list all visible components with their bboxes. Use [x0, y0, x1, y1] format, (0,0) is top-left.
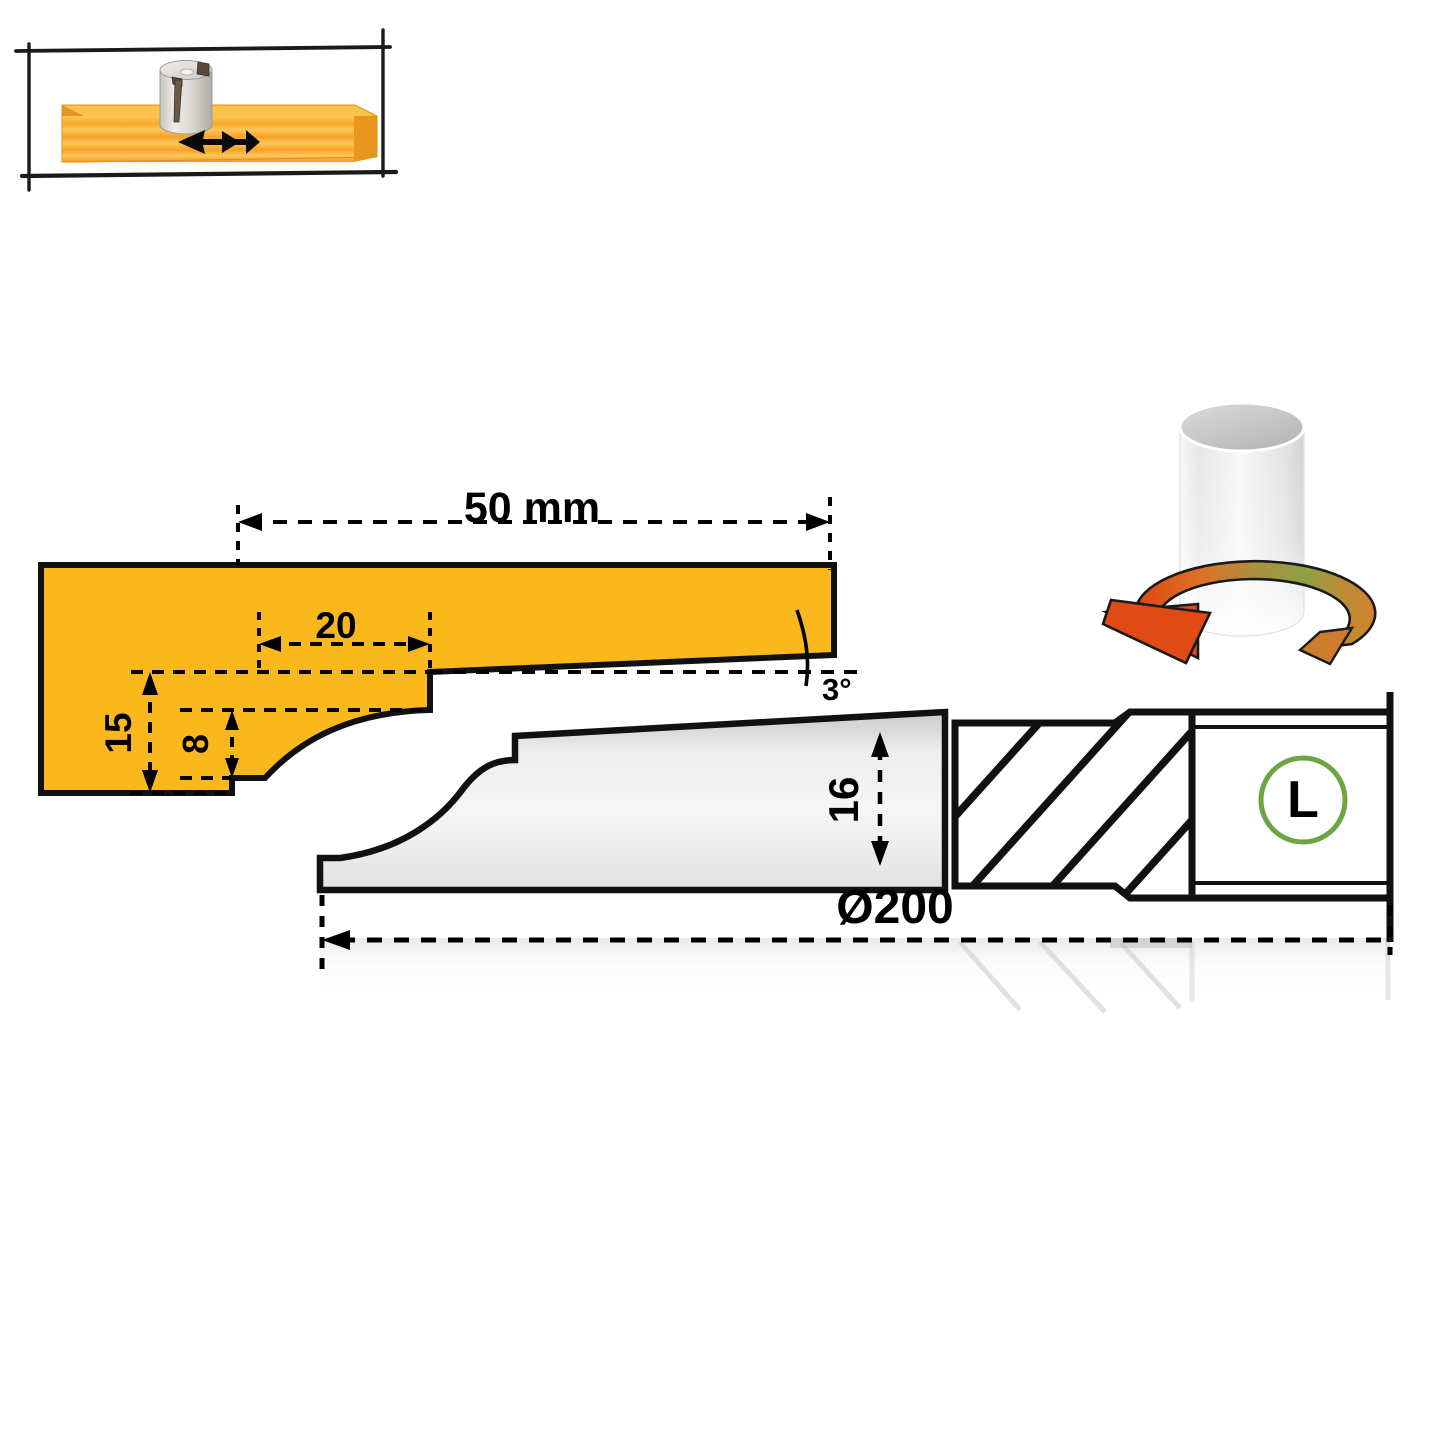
dimension-20 — [257, 612, 432, 672]
dimension-15-label: 15 — [98, 712, 139, 753]
cutter-head — [159, 60, 213, 135]
extension-lines-heights — [131, 670, 430, 795]
assembly-reflection — [320, 938, 1391, 1014]
feed-direction-inset — [14, 28, 399, 192]
side-marker-L-label: L — [1287, 771, 1319, 829]
dimension-50mm-label: 50 mm — [464, 484, 600, 532]
cutter-body — [316, 708, 949, 894]
workpiece-board — [61, 104, 378, 163]
feed-direction-arrow — [178, 130, 260, 154]
dimension-16 — [871, 732, 889, 866]
side-marker-L: L — [1258, 755, 1348, 845]
side-collar-block — [1188, 692, 1394, 942]
yellow-moulding-profile — [38, 562, 837, 796]
dimension-50mm — [236, 497, 832, 570]
dimension-diameter-200-label: Ø200 — [836, 881, 953, 934]
dimension-16-label: 16 — [820, 777, 867, 824]
dimension-diameter-200 — [319, 895, 1393, 975]
hatched-shaft-hub — [951, 708, 1196, 902]
dimension-20-label: 20 — [315, 605, 356, 646]
rotation-direction-indicator — [1101, 401, 1377, 666]
dimension-8-label: 8 — [175, 734, 216, 754]
dimension-15 — [142, 672, 158, 793]
dimension-angle-3deg — [430, 609, 862, 687]
dimension-8 — [225, 710, 239, 778]
inset-crop-marks — [14, 28, 399, 192]
dimension-angle-3deg-label: 3° — [822, 672, 852, 707]
